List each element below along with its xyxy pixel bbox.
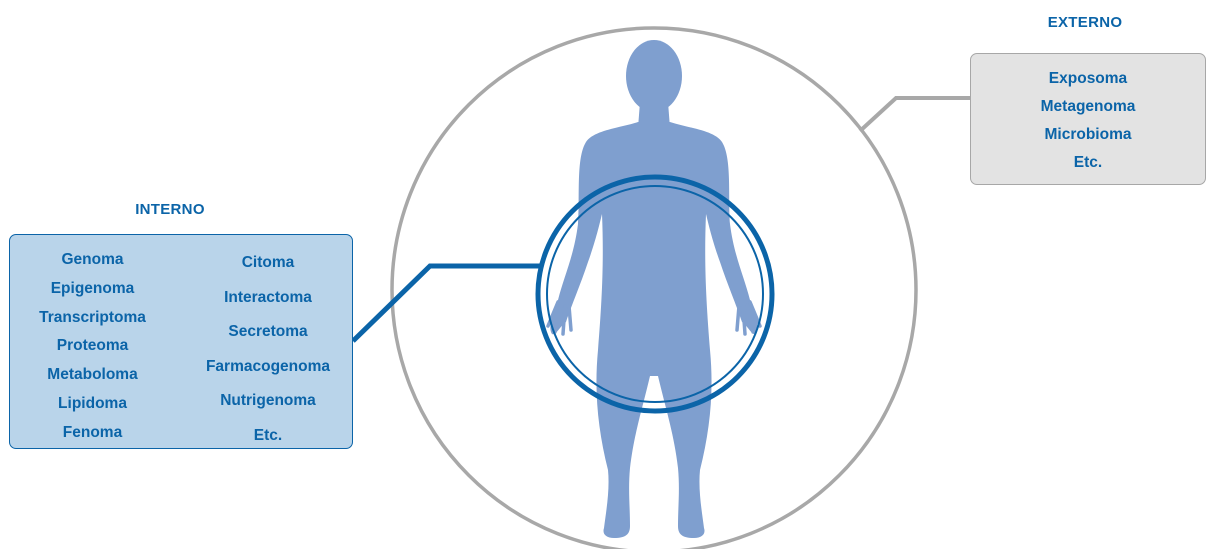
external-item: Etc. [971,149,1205,177]
internal-item: Secretoma [182,315,354,350]
internal-item: Epigenoma [10,275,175,304]
internal-item: Proteoma [10,332,175,361]
internal-item: Metaboloma [10,361,175,390]
external-item: Microbioma [971,121,1205,149]
internal-item: Etc. [182,419,354,454]
internal-item: Genoma [10,246,175,275]
internal-connector-line [353,266,540,341]
external-item: Exposoma [971,65,1205,93]
internal-heading: INTERNO [100,201,240,218]
human-body-silhouette-icon [548,40,760,538]
external-connector-line [860,98,970,131]
internal-item: Fenoma [10,419,175,448]
external-heading: EXTERNO [1030,14,1140,31]
internal-item: Transcriptoma [10,304,175,333]
internal-item: Lipidoma [10,390,175,419]
external-item: Metagenoma [971,93,1205,121]
internal-item: Farmacogenoma [182,350,354,385]
internal-item: Citoma [182,246,354,281]
internal-item: Interactoma [182,281,354,316]
internal-item: Nutrigenoma [182,384,354,419]
